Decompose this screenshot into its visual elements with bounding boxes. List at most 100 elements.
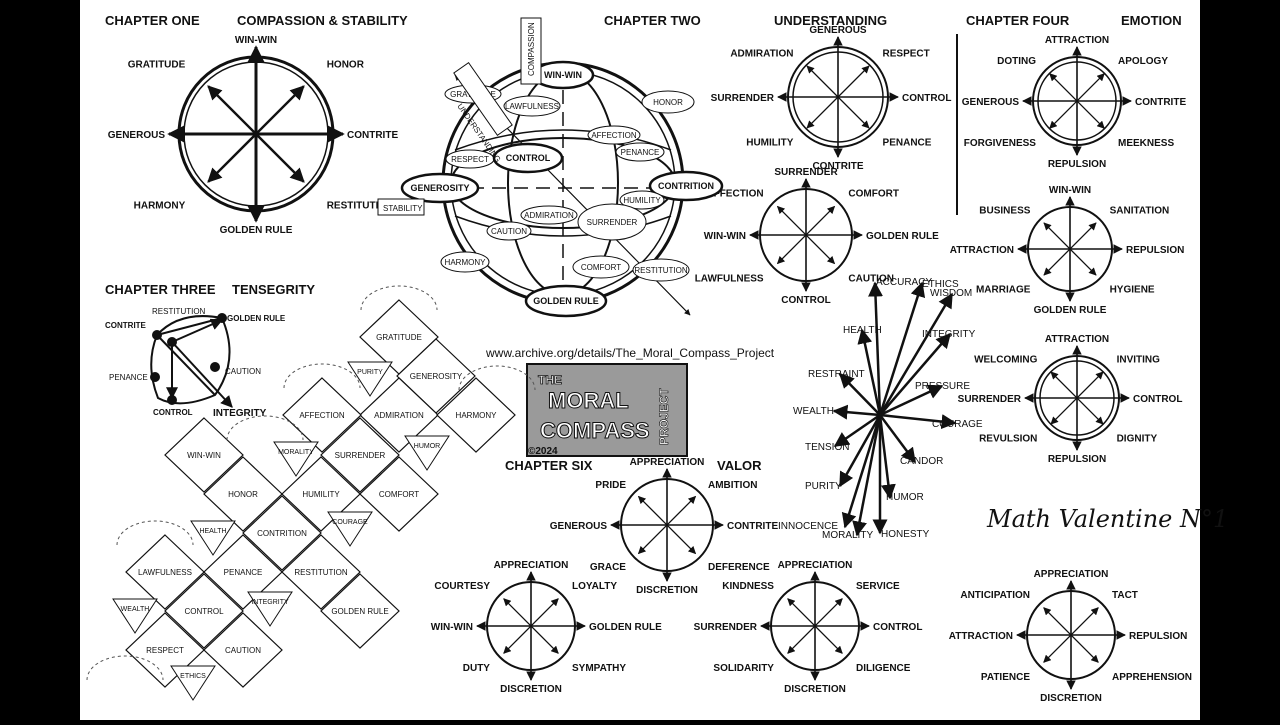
- archive-url: www.archive.org/details/The_Moral_Compas…: [485, 346, 775, 360]
- compass-label-e: REPULSION: [1126, 245, 1184, 256]
- globe-node-label: SURRENDER: [587, 218, 638, 227]
- compass-label-se: APPREHENSION: [1112, 672, 1192, 683]
- compass-label-ne: HONOR: [327, 59, 365, 70]
- net-tri-label: PURITY: [357, 369, 383, 376]
- net-tile-caution: CAUTION: [203, 612, 283, 688]
- burst-label-purity: PURITY: [805, 481, 842, 492]
- net-tile-control: CONTROL: [164, 573, 244, 649]
- compass-label-e: GOLDEN RULE: [866, 231, 939, 242]
- net-tile-label: RESTITUTION: [294, 568, 348, 577]
- burst-ray-health: [857, 328, 882, 416]
- globe-node-admiration: ADMIRATION: [520, 205, 578, 225]
- burst-ray-integrity: [879, 332, 951, 416]
- compass-label-e: GOLDEN RULE: [589, 622, 662, 633]
- compass-label-n: APPRECIATION: [630, 457, 705, 468]
- compass-label-w: GENEROUS: [962, 97, 1020, 108]
- svg-text:©2024: ©2024: [528, 446, 558, 457]
- net-tile-lawfulness: LAWFULNESS: [125, 534, 205, 610]
- compass-label-w: SURRENDER: [711, 93, 775, 104]
- heading-chapter-two: CHAPTER TWO: [604, 13, 701, 28]
- globe-node-penance: PENANCE: [615, 142, 665, 162]
- net-tile-label: GENEROSITY: [410, 372, 463, 381]
- compass-label-e: CONTRITE: [727, 521, 778, 532]
- compass-label-sw: MARRIAGE: [976, 285, 1031, 296]
- heading-compassion-stability: COMPASSION & STABILITY: [237, 13, 408, 28]
- net-tri-health: HEALTH: [190, 520, 236, 556]
- net-tri-wealth: WEALTH: [112, 598, 158, 634]
- compass-label-n: APPRECIATION: [1034, 569, 1109, 580]
- net-tile-label: CONTRITION: [257, 529, 307, 538]
- compass-label-e: CONTRITE: [347, 130, 398, 141]
- globe-node-label: GENEROSITY: [410, 183, 469, 193]
- net-tile-comfort: COMFORT: [359, 456, 439, 532]
- globe-node-label: CONTROL: [506, 153, 551, 163]
- net-tri-label: MORALITY: [278, 449, 314, 456]
- compassion-tag: [520, 17, 542, 85]
- burst-ray-humor: [878, 414, 896, 500]
- net-tile-label: AFFECTION: [299, 411, 345, 420]
- tensegrity-diagram: [150, 313, 233, 408]
- net-tile-label: HONOR: [228, 490, 258, 499]
- burst-label-honesty: HONESTY: [881, 529, 930, 540]
- svg-text:THE: THE: [538, 373, 562, 387]
- burst-label-humor: HUMOR: [886, 492, 924, 503]
- compass-label-w: WIN-WIN: [704, 231, 746, 242]
- globe-node-generosity: GENEROSITY: [400, 172, 480, 204]
- globe-node-label: LAWFULNESS: [505, 102, 559, 111]
- net-tile-contrition: CONTRITION: [242, 495, 322, 571]
- net-tile-affection: AFFECTION: [282, 377, 362, 453]
- net-tile-label: LAWFULNESS: [138, 568, 192, 577]
- svg-text:COMPASS: COMPASS: [540, 418, 650, 443]
- compass-label-nw: AFFECTION: [706, 189, 763, 200]
- compass-label-w: SURRENDER: [694, 622, 758, 633]
- compass-label-n: ATTRACTION: [1045, 35, 1109, 46]
- burst-label-pressure: PRESSURE: [915, 381, 970, 392]
- net-tile-label: SURRENDER: [335, 451, 386, 460]
- compass-label-n: WIN-WIN: [235, 35, 277, 46]
- compass-ch4a: ATTRACTIONAPOLOGYCONTRITEMEEKNESSREPULSI…: [962, 35, 1187, 170]
- globe-node-label: ADMIRATION: [524, 211, 574, 220]
- globe-node-win-win: WIN-WIN: [531, 60, 595, 90]
- net-tile-restitution: RESTITUTION: [281, 534, 361, 610]
- burst-ray-pressure: [879, 384, 944, 417]
- compass-label-e: CONTROL: [873, 622, 922, 633]
- globe-node-control: CONTROL: [492, 142, 564, 174]
- compass-label-sw: REVULSION: [979, 434, 1037, 445]
- net-tile-surrender: SURRENDER: [320, 417, 400, 493]
- compass-label-sw: HARMONY: [134, 201, 186, 212]
- compass-label-nw: BUSINESS: [979, 205, 1030, 216]
- compass-label-w: WIN-WIN: [431, 622, 473, 633]
- compass-label-s: REPULSION: [1048, 159, 1106, 170]
- compass-label-se: MEEKNESS: [1118, 138, 1174, 149]
- globe-node-label: RESTITUTION: [634, 266, 688, 275]
- burst-ray-morality: [852, 414, 882, 537]
- globe-node-comfort: COMFORT: [572, 255, 630, 279]
- compass-label-s: GOLDEN RULE: [1034, 305, 1107, 316]
- compass-label-ne: SANITATION: [1110, 205, 1170, 216]
- understanding-tag: [453, 62, 513, 136]
- compass-label-w: GENEROUS: [550, 521, 608, 532]
- heading-understanding: UNDERSTANDING: [774, 13, 887, 28]
- compass-label-e: CONTROL: [1133, 394, 1182, 405]
- burst-ray-courage: [879, 413, 957, 430]
- burst-label-wealth: WEALTH: [793, 406, 834, 417]
- net-tile-penance: PENANCE: [203, 534, 283, 610]
- globe-node-label: AFFECTION: [591, 131, 637, 140]
- tens-control: CONTROL: [153, 408, 193, 417]
- net-tri-morality: MORALITY: [273, 441, 319, 477]
- compass-label-n: APPRECIATION: [494, 560, 569, 571]
- heading-chapter-four: CHAPTER FOUR: [966, 13, 1070, 28]
- globe-compassion-label: COMPASSION: [527, 22, 536, 76]
- net-tile-harmony: HARMONY: [436, 377, 516, 453]
- compass-label-e: REPULSION: [1129, 631, 1187, 642]
- net-tile-label: ADMIRATION: [374, 411, 424, 420]
- net-tile-label: HUMILITY: [302, 490, 340, 499]
- compass-label-ne: RESPECT: [883, 48, 930, 59]
- compass-label-s: REPULSION: [1048, 454, 1106, 465]
- compass-label-nw: ADMIRATION: [730, 48, 793, 59]
- compass-label-sw: LAWFULNESS: [695, 273, 764, 284]
- burst-ray-tension: [833, 413, 881, 448]
- compass-label-e: CONTRITE: [1135, 97, 1186, 108]
